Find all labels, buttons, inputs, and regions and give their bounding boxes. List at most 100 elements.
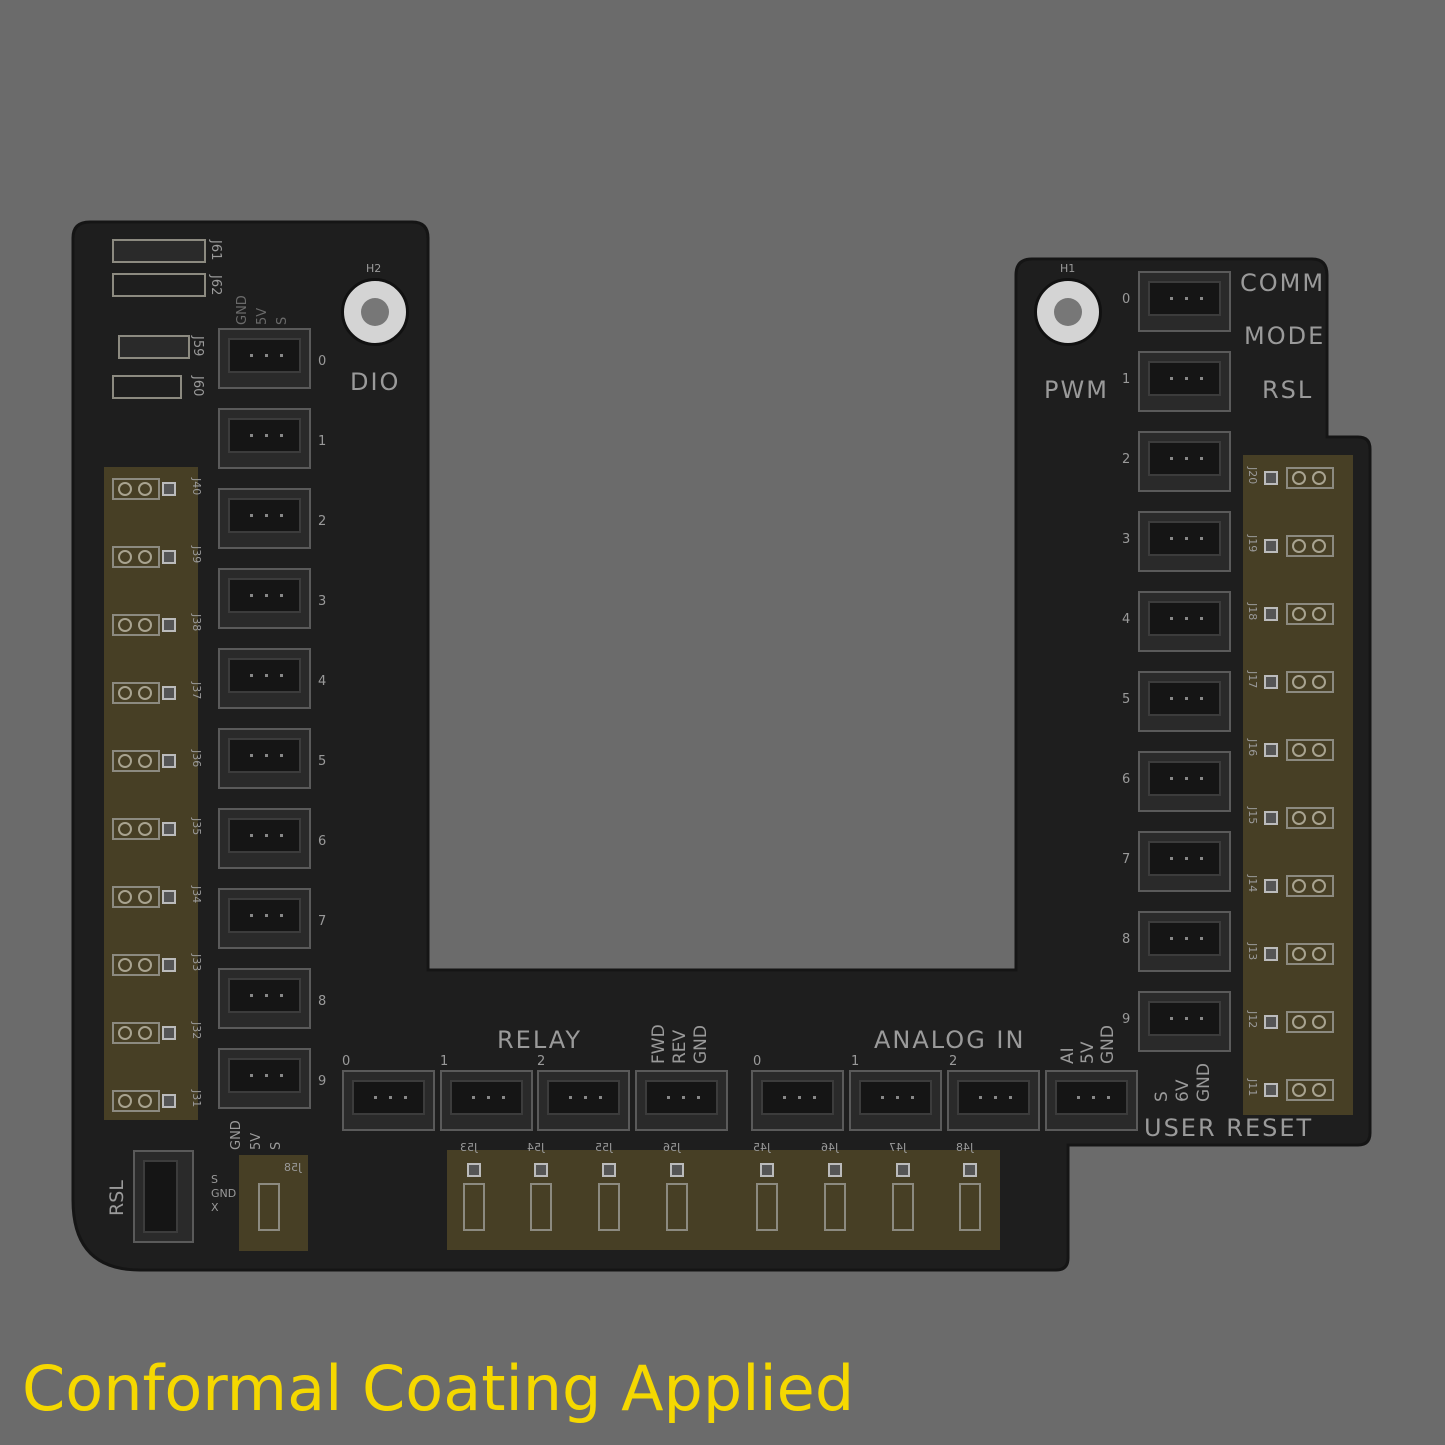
analog-connector-1 [849,1070,942,1131]
dio-connector-8 [218,968,311,1029]
dio-port-label: 6 [318,834,327,849]
jumper-pin1-marker [828,1163,842,1177]
header-j62 [112,273,206,297]
dio-bottom-s: S [269,1141,284,1150]
status-mode: MODE [1244,322,1326,350]
reset-pin-6v: 6V [1173,1079,1193,1102]
pwm-connector-5 [1138,671,1231,732]
status-comm: COMM [1240,269,1326,297]
relay-title: RELAY [497,1026,582,1054]
jumper-j37-label: J37 [190,682,203,700]
header-j60 [112,375,182,399]
pwm-connector-7 [1138,831,1231,892]
header-j59 [118,335,190,359]
rsl-pin-gnd: GND [211,1187,237,1200]
h2-label: H2 [366,262,382,275]
jumper-j14 [1286,875,1334,897]
pwm-port-label: 1 [1122,372,1131,387]
jumper-j32 [112,1022,160,1044]
jumper-pin1-marker [162,754,176,768]
pwm-connector-6 [1138,751,1231,812]
relay-connector-3 [635,1070,728,1131]
relay-port-label: 0 [342,1054,351,1069]
relay-port-label: 2 [537,1054,546,1069]
status-rsl: RSL [1262,376,1314,404]
jumper-pin1-marker [162,1026,176,1040]
jumper-j36-label: J36 [190,750,203,768]
relay-connector-2 [537,1070,630,1131]
analog-pin-5v: 5V [1078,1041,1098,1064]
dio-port-label: 1 [318,434,327,449]
j58-label: J58 [284,1161,302,1174]
jumper-pin1-marker [467,1163,481,1177]
jumper-j47 [892,1183,914,1231]
dio-pin-5v: 5V [255,307,270,325]
jumper-j48 [959,1183,981,1231]
jumper-j19-label: J19 [1246,535,1259,553]
relay-connector-0 [342,1070,435,1131]
jumper-j31 [112,1090,160,1112]
jumper-j18 [1286,603,1334,625]
user-reset-title: USER RESET [1144,1114,1314,1142]
jumper-j15 [1286,807,1334,829]
pwm-connector-2 [1138,431,1231,492]
pwm-port-label: 8 [1122,932,1131,947]
jumper-label: J53 [460,1141,478,1154]
coating-caption: Conformal Coating Applied [22,1352,855,1425]
dio-connector-5 [218,728,311,789]
jumper-j16 [1286,739,1334,761]
jumper-j33 [112,954,160,976]
j62-label: J62 [208,275,223,296]
dio-connector-4 [218,648,311,709]
jumper-j32-label: J32 [190,1022,203,1040]
dio-connector-2 [218,488,311,549]
dio-connector-1 [218,408,311,469]
j61-label: J61 [208,240,223,261]
jumper-pin1-marker [1264,811,1278,825]
rsl-pin-x: X [211,1201,219,1214]
user-reset-connector [1045,1070,1138,1131]
rsl-connector [133,1150,194,1243]
jumper-j18-label: J18 [1246,603,1259,621]
analog-connector-0 [751,1070,844,1131]
jumper-j54 [530,1183,552,1231]
dio-port-label: 2 [318,514,327,529]
mounting-hole-h2 [341,278,409,346]
jumper-pin1-marker [1264,1015,1278,1029]
reset-pin-s: S [1152,1091,1172,1102]
analog-port-label: 1 [851,1054,860,1069]
dio-port-label: 5 [318,754,327,769]
dio-port-label: 3 [318,594,327,609]
analog-port-label: 0 [753,1054,762,1069]
jumper-j39-label: J39 [190,546,203,564]
relay-connector-1 [440,1070,533,1131]
pwm-port-label: 5 [1122,692,1131,707]
pwm-port-label: 0 [1122,292,1131,307]
jumper-j17 [1286,671,1334,693]
jumper-j31-label: J31 [190,1090,203,1108]
jumper-pin1-marker [1264,1083,1278,1097]
dio-bottom-5v: 5V [249,1132,264,1150]
jumper-j13-label: J13 [1246,943,1259,961]
jumper-j55 [598,1183,620,1231]
dio-connector-0 [218,328,311,389]
jumper-j56 [666,1183,688,1231]
pwm-connector-4 [1138,591,1231,652]
jumper-j53 [463,1183,485,1231]
pwm-connector-8 [1138,911,1231,972]
analog-pin-ai: AI [1058,1047,1078,1064]
jumper-j38-label: J38 [190,614,203,632]
relay-pin-gnd: GND [691,1025,711,1064]
jumper-pin1-marker [1264,607,1278,621]
analog-title: ANALOG IN [874,1026,1026,1054]
mounting-hole-h1 [1034,278,1102,346]
jumper-pin1-marker [162,958,176,972]
jumper-j20-label: J20 [1246,467,1259,485]
jumper-pin1-marker [670,1163,684,1177]
dio-title: DIO [350,368,401,396]
pwm-port-label: 9 [1122,1012,1131,1027]
jumper-j19 [1286,535,1334,557]
dio-bottom-gnd: GND [229,1120,244,1150]
jumper-label: J55 [595,1141,613,1154]
jumper-j15-label: J15 [1246,807,1259,825]
